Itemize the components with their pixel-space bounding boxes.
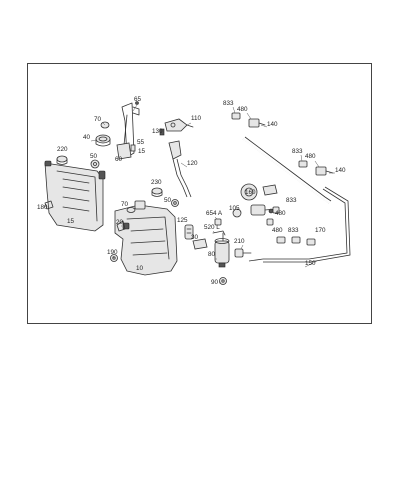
part-label-220: 220: [57, 146, 68, 153]
part-label-833c: 833: [286, 197, 297, 204]
clip-20: [116, 220, 126, 232]
part-label-654: 654 A: [206, 210, 223, 217]
reservoir-tank-main: [114, 200, 178, 276]
cap-220: [56, 155, 68, 165]
part-label-20: 20: [116, 219, 124, 226]
part-label-50: 50: [90, 153, 98, 160]
grommet-50: [90, 159, 100, 169]
grommet-90: [219, 277, 227, 285]
bracket-assembly: [116, 101, 140, 160]
part-520: [212, 230, 226, 236]
connector-480b: [315, 166, 334, 176]
connector-833b: [298, 160, 308, 168]
pump-motor-80: [214, 232, 230, 268]
connector-170: [306, 238, 316, 246]
part-label-40: 40: [83, 134, 91, 141]
part-label-520: 520 L: [204, 224, 220, 231]
part-label-50b: 50: [164, 197, 172, 204]
ring-70-40: [95, 121, 111, 147]
nozzle-160: [262, 184, 278, 196]
part-label-833a: 833: [223, 100, 234, 107]
part-labels: 6570405560152205011013083348014012083348…: [37, 96, 346, 286]
nozzle-110: [164, 118, 194, 132]
part-label-180: 180: [37, 204, 48, 211]
connector-210: [234, 248, 252, 258]
hose-150: [248, 186, 351, 263]
part-label-130: 130: [152, 128, 163, 135]
part-label-120: 120: [187, 160, 198, 167]
pump-125: [184, 224, 194, 240]
connector-480a: [248, 118, 266, 128]
part-label-480a: 480: [237, 106, 248, 113]
part-label-10: 10: [136, 265, 144, 272]
part-label-90: 90: [211, 279, 219, 286]
leader-lines: [43, 104, 335, 284]
cap-230: [151, 187, 163, 197]
part-label-15: 15: [138, 148, 146, 155]
clip-180-left: [44, 200, 54, 210]
part-label-833b: 833: [292, 148, 303, 155]
connector-480c: [266, 218, 274, 226]
connector-833c: [272, 206, 280, 214]
part-label-105: 105: [229, 205, 240, 212]
connector-833d: [291, 236, 301, 244]
hose-140a: [242, 136, 332, 204]
part-label-230: 230: [151, 179, 162, 186]
part-label-140b: 140: [335, 167, 346, 174]
part-label-170: 170: [315, 227, 326, 234]
pump-30: [192, 238, 208, 250]
reservoir-tank-left: [44, 160, 106, 232]
grommet-190: [110, 254, 118, 262]
hose-120: [168, 140, 192, 198]
part-label-833d: 833: [288, 227, 299, 234]
part-label-190: 190: [107, 249, 118, 256]
valve-cluster: [250, 204, 276, 216]
part-label-480d: 480: [272, 227, 283, 234]
connector-480d: [276, 236, 286, 244]
grommet-50b: [171, 199, 179, 207]
part-label-60: 60: [115, 156, 123, 163]
part-label-210: 210: [234, 238, 245, 245]
parts-diagram: 6570405560152205011013083348014012083348…: [37, 96, 351, 286]
part-label-30: 30: [191, 234, 199, 241]
part-label-55: 55: [137, 139, 145, 146]
part-label-125: 125: [177, 217, 188, 224]
part-654: [214, 218, 222, 226]
part-label-140a: 140: [267, 121, 278, 128]
nozzle-100: [240, 183, 258, 201]
part-label-160: 160: [245, 189, 256, 196]
part-label-15b: 15: [67, 218, 75, 225]
part-label-150: 150: [305, 260, 316, 267]
part-label-80: 80: [208, 251, 216, 258]
part-label-480c: 480: [275, 210, 286, 217]
part-label-70: 70: [94, 116, 102, 123]
ring-70b: [126, 207, 136, 213]
part-label-110: 110: [191, 115, 202, 122]
connector-833a: [231, 112, 241, 120]
part-label-65: 65: [134, 96, 142, 103]
part-label-480b: 480: [305, 153, 316, 160]
part-label-70b: 70: [121, 201, 129, 208]
